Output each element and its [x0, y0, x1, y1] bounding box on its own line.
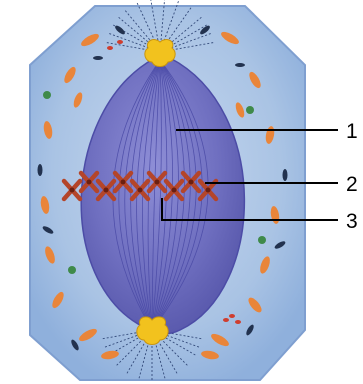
organelle [117, 40, 123, 44]
callout-number-2: 2 [346, 173, 358, 196]
organelle [246, 106, 254, 114]
organelle [283, 169, 288, 181]
organelle [93, 56, 103, 60]
organelle [107, 46, 113, 50]
callout-number-3: 3 [346, 210, 358, 233]
organelle [223, 318, 229, 322]
organelle [68, 266, 76, 274]
organelle [258, 236, 266, 244]
organelle [38, 164, 43, 176]
organelle [229, 314, 235, 318]
organelle [43, 91, 51, 99]
callout-number-1: 1 [346, 120, 358, 143]
organelle [235, 320, 241, 324]
organelle [235, 63, 245, 67]
